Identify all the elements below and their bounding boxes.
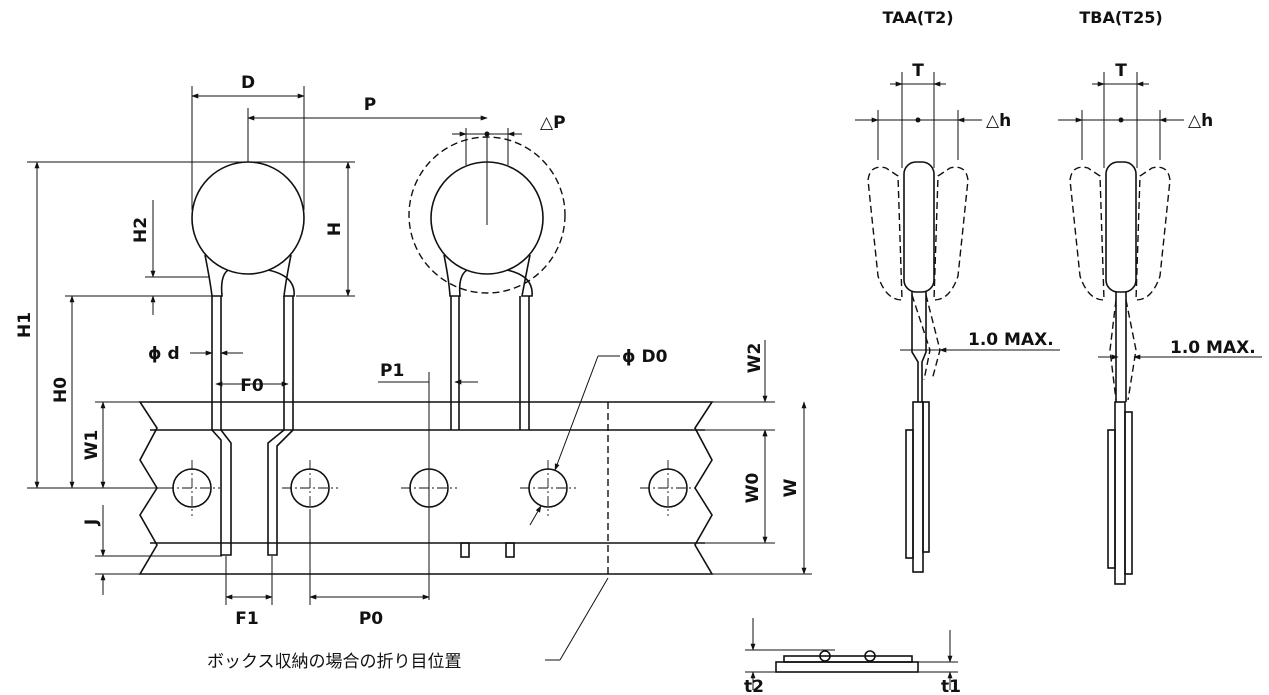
taa-max-label: 1.0 MAX. [968, 330, 1054, 350]
dim-label-delta-P: △P [540, 113, 566, 133]
dim-label-P0: P0 [359, 609, 383, 629]
dim-label-phi-D0: ϕ D0 [622, 347, 668, 367]
tba-side-view: TBA(T25) T △h 1.0 MAX. [1058, 8, 1262, 585]
front-view: D P △P H H2 H1 H0 W1 [15, 73, 812, 672]
dim-label-P: P [364, 95, 376, 115]
dim-label-H2: H2 [131, 217, 151, 243]
dim-label-W2: W2 [745, 343, 765, 374]
tba-max-label: 1.0 MAX. [1170, 338, 1256, 358]
dim-label-W: W [781, 478, 801, 497]
disc-component-right [408, 133, 566, 558]
dim-label-W0: W0 [743, 473, 763, 504]
taa-delta-h-label: △h [986, 111, 1011, 131]
dim-label-J: J [82, 519, 102, 526]
t1-label: t1 [941, 677, 961, 695]
dim-label-P1: P1 [380, 361, 404, 381]
dim-label-H1: H1 [15, 312, 35, 338]
taa-side-view: TAA(T2) T △h 1.0 MAX. [855, 8, 1060, 573]
fold-position-note: ボックス収納の場合の折り目位置 [207, 652, 462, 672]
taa-title: TAA(T2) [882, 8, 953, 27]
taa-T-label: T [912, 61, 924, 81]
tba-title: TBA(T25) [1079, 8, 1162, 27]
dim-label-F1: F1 [235, 609, 258, 629]
dim-label-W1: W1 [82, 430, 102, 461]
tape-cross-section: t2 t1 [744, 618, 961, 695]
sprocket-holes [164, 460, 696, 516]
dim-label-phi-d: ϕ d [148, 344, 180, 364]
tba-delta-h-label: △h [1188, 111, 1213, 131]
dim-label-D: D [241, 73, 255, 93]
t2-label: t2 [744, 677, 764, 695]
dim-label-F0: F0 [240, 376, 264, 396]
dim-label-H: H [325, 222, 345, 236]
tba-T-label: T [1115, 61, 1127, 81]
disc-component-left [191, 161, 305, 556]
dim-label-H0: H0 [51, 377, 71, 403]
